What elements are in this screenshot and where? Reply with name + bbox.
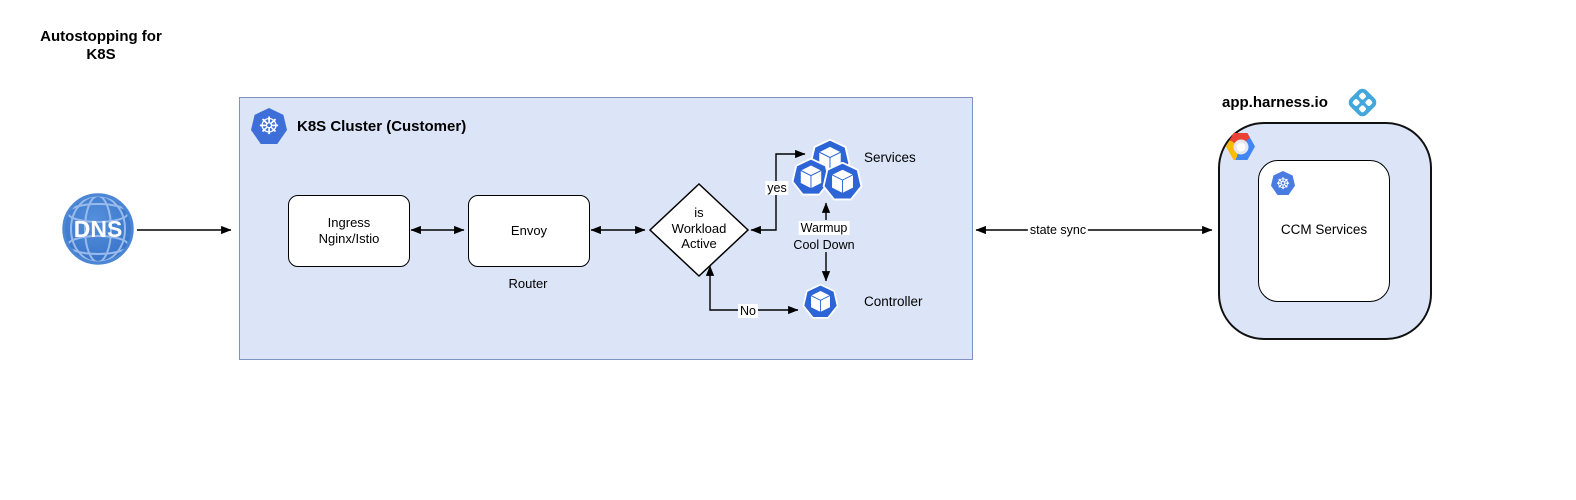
decision-line2: Workload [671, 220, 727, 236]
ingress-label-line1: Ingress [327, 215, 371, 230]
edge-label-no: No [738, 304, 758, 318]
edge-label-state-sync: state sync [1027, 223, 1089, 237]
page-title-line2: K8S [86, 46, 116, 63]
edge-label-cooldown: Cool Down [793, 238, 855, 252]
ingress-node: Ingress Nginx/Istio [288, 195, 410, 267]
edge-label-yes: yes [765, 181, 789, 195]
kubernetes-icon: ☸ [1271, 171, 1295, 195]
ingress-label-line2: Nginx/Istio [318, 231, 380, 246]
edge-label-warmup: Warmup [798, 221, 850, 235]
controller-label: Controller [864, 294, 923, 309]
dns-icon: DNS [62, 193, 134, 265]
services-label: Services [864, 150, 916, 165]
kubernetes-icon: ☸ [251, 108, 287, 144]
decision-label: is Workload Active [649, 205, 749, 252]
decision-line1: is [694, 205, 704, 220]
cluster-title: K8S Cluster (Customer) [297, 118, 467, 135]
service-pod-icon [822, 162, 863, 203]
dns-label: DNS [74, 216, 123, 242]
harness-icon [1346, 86, 1379, 119]
ccm-services-label: CCM Services [1280, 222, 1368, 237]
envoy-label: Envoy [510, 223, 548, 238]
router-caption: Router [508, 276, 548, 291]
decision-line3: Active [681, 236, 717, 251]
page-title: Autostopping for K8S [18, 28, 184, 64]
harness-domain-label: app.harness.io [1222, 94, 1328, 111]
controller-pod-icon [802, 284, 839, 321]
envoy-node: Envoy [468, 195, 590, 267]
page-title-line1: Autostopping for [40, 28, 162, 45]
